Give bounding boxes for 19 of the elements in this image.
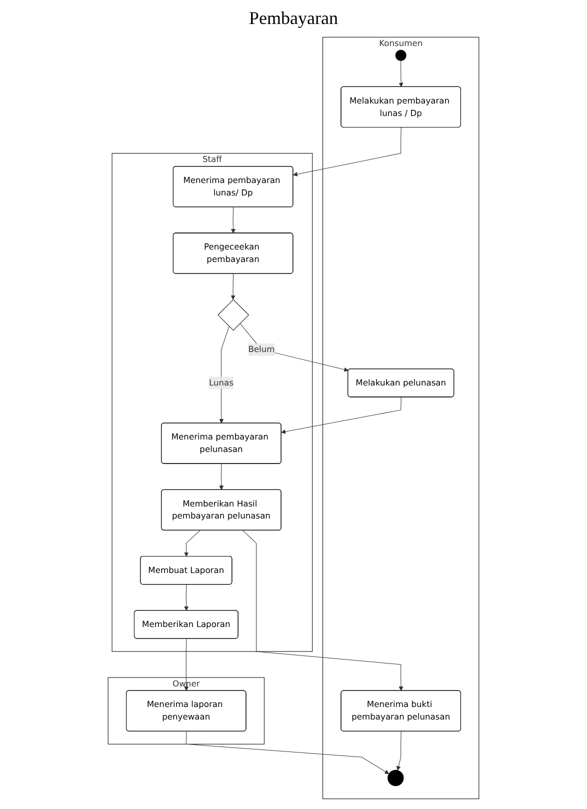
- node-circle: [395, 50, 406, 61]
- arrow: [230, 274, 236, 300]
- arrow: [184, 584, 189, 611]
- arrow: [219, 464, 224, 490]
- arrow: [184, 530, 200, 557]
- node-diamond: [218, 299, 250, 331]
- arrow: [292, 127, 402, 176]
- arrow: [230, 206, 236, 234]
- arrow: [396, 731, 402, 771]
- edge-label: Lunas: [208, 378, 234, 388]
- arrow: [240, 323, 349, 372]
- arrow: [242, 530, 404, 691]
- arrow: [186, 731, 390, 774]
- node-circle: [388, 770, 404, 786]
- edge-label: Belum: [248, 344, 275, 354]
- arrow: [281, 396, 402, 434]
- diagram-title: Pembayaran: [248, 8, 339, 29]
- arrow: [184, 638, 189, 691]
- arrow: [398, 60, 404, 88]
